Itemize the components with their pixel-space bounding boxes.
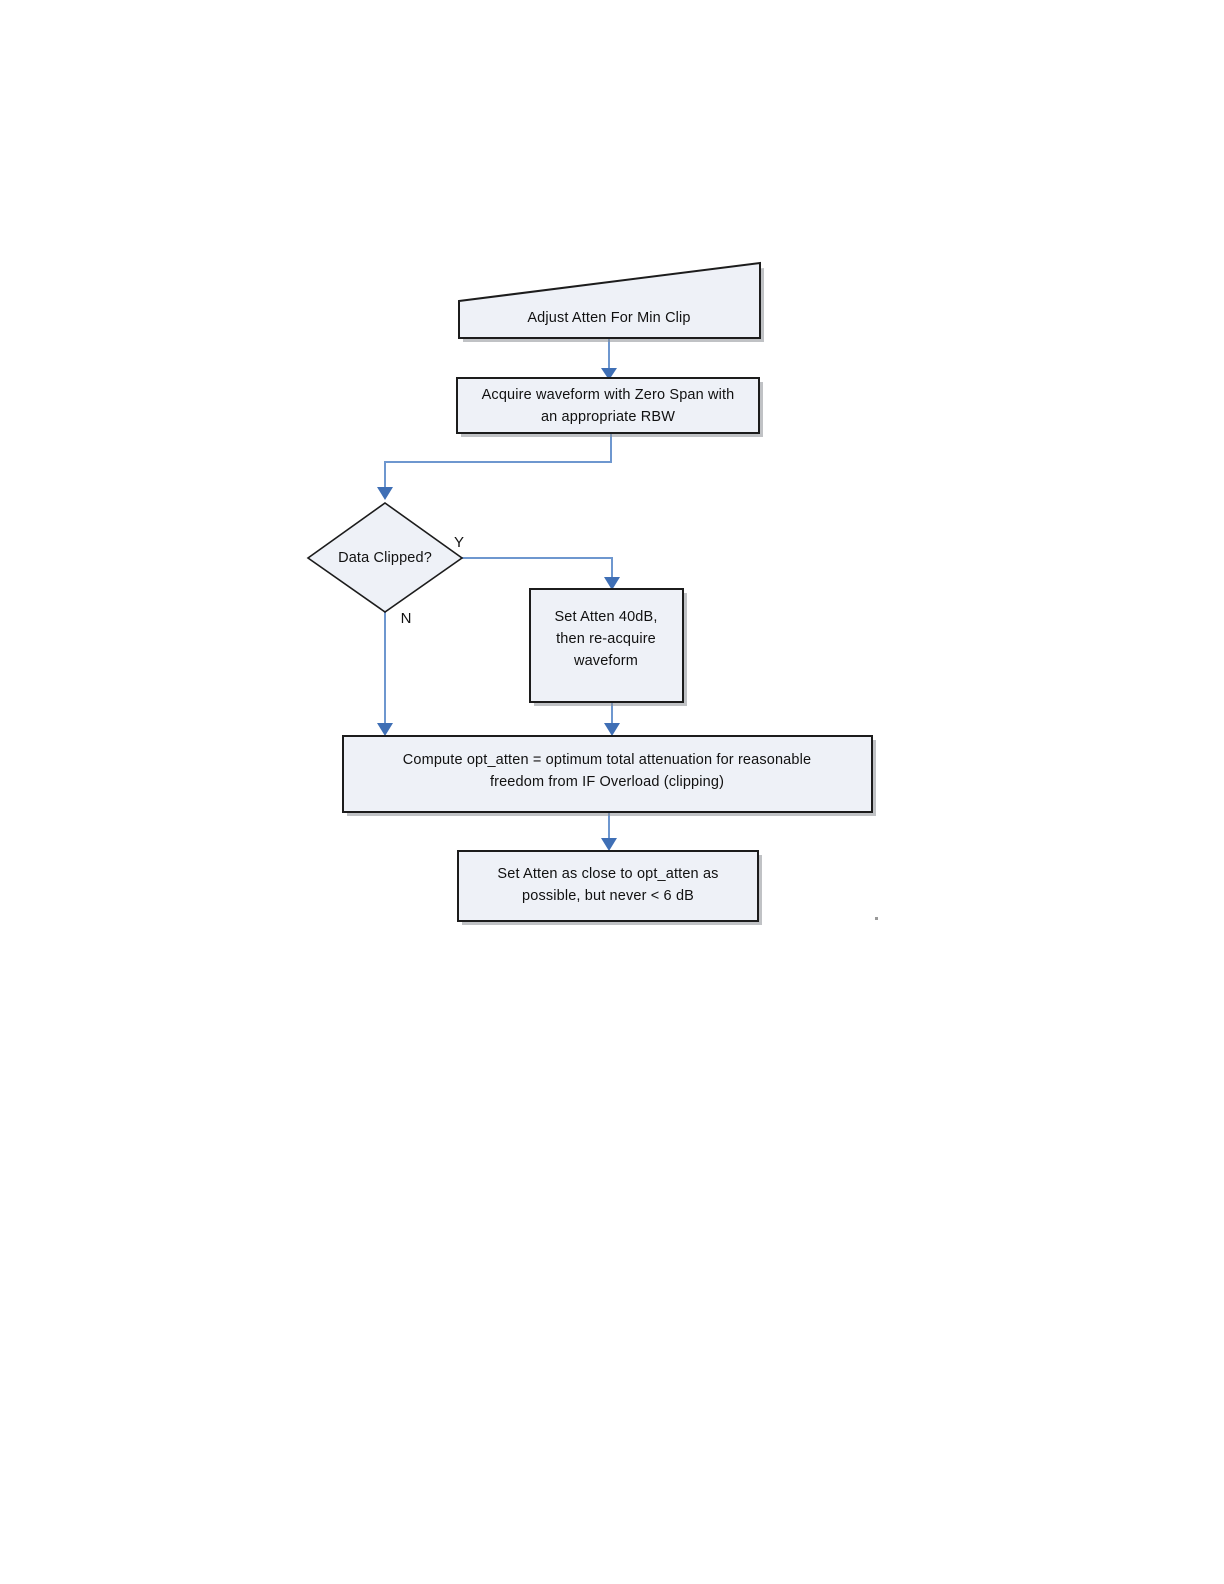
branch-label-yes: Y (454, 534, 464, 551)
node-label-line-1: Acquire waveform with Zero Span with (482, 387, 735, 403)
node-shape (529, 588, 684, 703)
edge-compute-to-set-close (601, 812, 617, 851)
node-shape (306, 502, 464, 613)
node-shape (457, 850, 759, 922)
node-label-line-1: Compute opt_atten = optimum total attenu… (403, 752, 811, 768)
node-data-clipped-decision[interactable]: Data Clipped? (306, 502, 464, 613)
arrowhead-icon (604, 723, 620, 736)
edge-decision-yes-to-set-atten (462, 557, 620, 590)
node-label: Adjust Atten For Min Clip (527, 310, 690, 326)
arrowhead-icon (377, 723, 393, 736)
arrowhead-icon (604, 577, 620, 590)
node-acquire-waveform[interactable]: Acquire waveform with Zero Span with an … (456, 377, 763, 437)
node-label-line-2: freedom from IF Overload (clipping) (490, 774, 724, 790)
node-label-line-3: waveform (573, 653, 638, 669)
edge-acquire-to-decision (377, 433, 612, 500)
edge-banner-to-acquire (601, 338, 617, 380)
arrowhead-icon (377, 487, 393, 500)
node-shape (456, 377, 760, 434)
arrowhead-icon (601, 838, 617, 851)
node-label: Data Clipped? (338, 550, 432, 566)
edge-set-atten-to-compute (604, 702, 620, 736)
node-label-line-1: Set Atten 40dB, (554, 609, 657, 625)
node-label-line-2: then re-acquire (556, 631, 656, 647)
edge-decision-no-to-compute (377, 612, 393, 736)
node-label-line-2: possible, but never < 6 dB (522, 888, 694, 904)
node-compute-opt-atten[interactable]: Compute opt_atten = optimum total attenu… (342, 735, 876, 816)
node-label-line-1: Set Atten as close to opt_atten as (497, 866, 718, 882)
node-label-line-2: an appropriate RBW (541, 409, 675, 425)
edge-line (384, 433, 612, 489)
page-speck-artifact (875, 917, 878, 920)
node-shape (342, 735, 873, 813)
branch-label-no: N (401, 610, 412, 627)
arrowhead-icon (601, 368, 617, 380)
node-shape (458, 261, 761, 339)
edge-line (462, 557, 613, 579)
node-set-atten-close[interactable]: Set Atten as close to opt_atten as possi… (457, 850, 762, 925)
node-title-banner[interactable]: Adjust Atten For Min Clip (458, 261, 764, 342)
node-set-atten-40db[interactable]: Set Atten 40dB, then re-acquire waveform (529, 588, 687, 706)
